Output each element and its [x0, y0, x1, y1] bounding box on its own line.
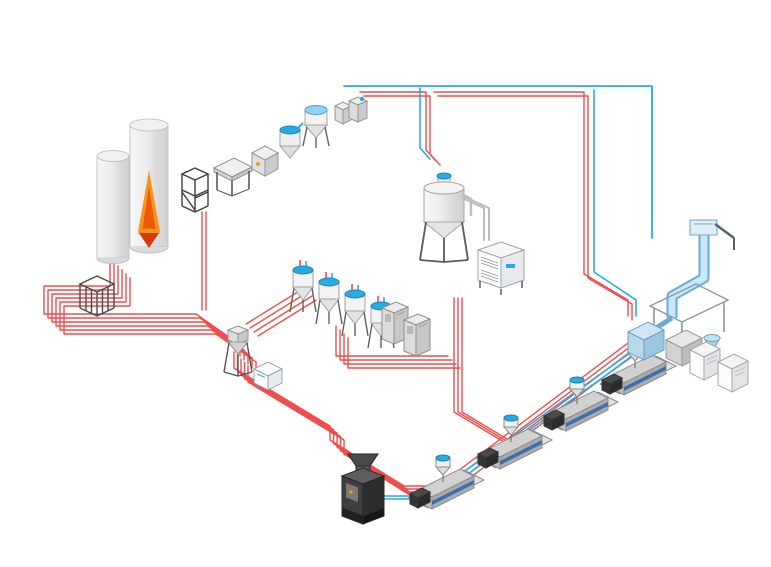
control-cabinet-2 [403, 313, 431, 357]
aux-cabinet-1 [689, 341, 721, 381]
drying-hopper-1 [289, 259, 317, 313]
dehumidifier-unit [477, 241, 525, 296]
vacuum-pump-station [334, 96, 368, 125]
equipment-layer [79, 96, 749, 525]
storage-silo-right [129, 118, 169, 254]
drying-hopper-3 [341, 283, 369, 337]
frame-table [213, 157, 253, 197]
vacuum-loader-top [279, 122, 304, 159]
aux-cabinet-2 [717, 353, 749, 393]
slat-frame-station [79, 275, 115, 317]
dosing-unit [251, 145, 279, 177]
pipe-top-right-run-red [433, 91, 633, 321]
pipe-dryer-downcomer-red [453, 297, 513, 443]
pipe-right-riser-blue [593, 89, 637, 317]
receiver-hopper-top [302, 104, 330, 149]
pipe-scaffold-riser-red [201, 211, 207, 311]
support-scaffold [181, 167, 209, 213]
extruder-line-1 [407, 454, 485, 510]
storage-silo-left [96, 150, 130, 264]
pipe-tower-vacuum-blue [343, 85, 653, 239]
extruder-line-2 [475, 414, 553, 470]
pipe-silo-discharge-loop [43, 257, 257, 373]
pipe-top-conveying-red [359, 91, 441, 166]
pipe-dryer-feed-blue [419, 87, 431, 160]
pipe-hopper-group-loop-red [335, 325, 461, 369]
main-drying-hopper [418, 171, 473, 264]
gravimetric-blender [341, 453, 385, 525]
drying-hopper-2 [315, 271, 343, 325]
compounding-tower [628, 220, 734, 366]
